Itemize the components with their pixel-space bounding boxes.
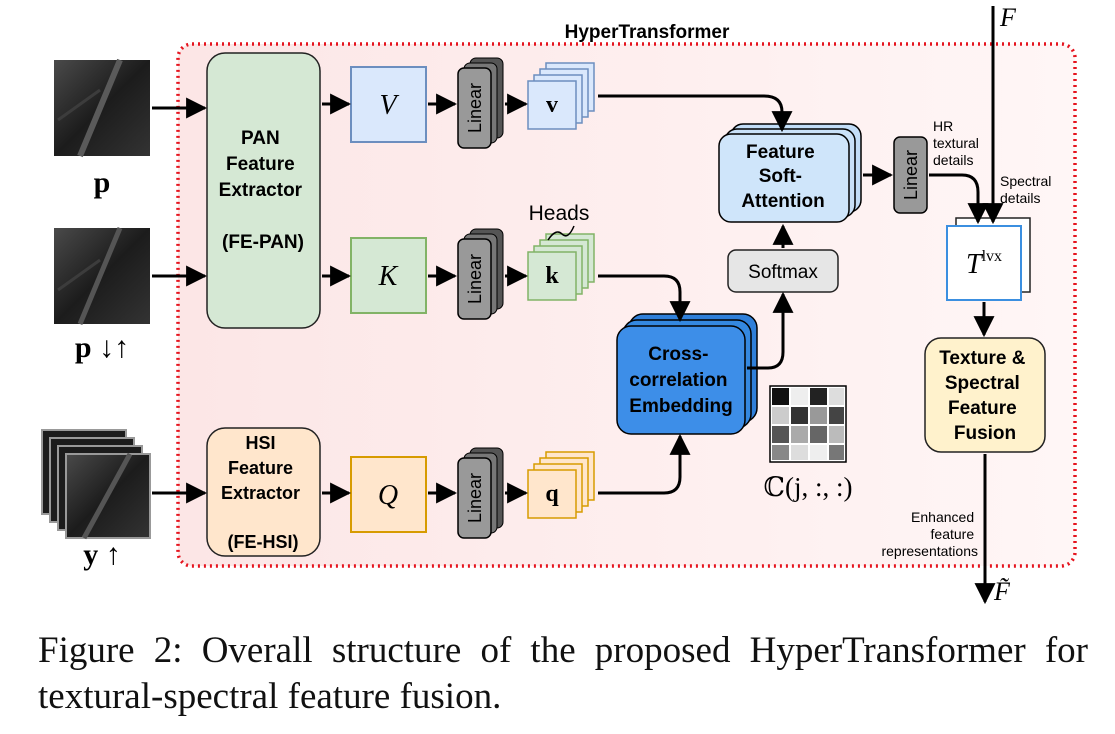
arrow-icon	[747, 291, 794, 370]
t-lvx-block	[946, 225, 1022, 301]
f-output-label: F̃	[993, 577, 1011, 606]
q-block	[350, 456, 427, 533]
k-block	[350, 237, 427, 314]
pan-downup-image-thumbnail	[54, 227, 150, 325]
figure-caption: Figure 2: Overall structure of the propo…	[38, 630, 1088, 717]
correlation-label: ℂ(j, :, :)	[764, 472, 853, 502]
region-title: HyperTransformer	[565, 22, 730, 43]
q-label: Q	[378, 480, 398, 511]
enhanced-annotation: Enhanced feature representations	[881, 509, 978, 559]
linear-k-label: Linear	[465, 254, 485, 304]
hr-textural-annotation: HR textural details	[933, 118, 983, 168]
linear-out-label: Linear	[901, 150, 921, 200]
hypertransformer-diagram: HyperTransformer p p ↓↑ y ↑ PAN Feature …	[41, 3, 1077, 606]
linear-v-block	[457, 57, 504, 149]
fe-pan-block	[206, 52, 321, 329]
feature-soft-attention-block	[718, 123, 862, 223]
arrow-icon	[598, 433, 691, 495]
t-lvx-label: Tlvx	[966, 248, 1002, 280]
cross-correlation-text: Cross- correlation Embedding	[629, 344, 732, 417]
k-heads-stack	[527, 233, 595, 301]
arrow-icon	[598, 274, 691, 323]
pan-downup-label: p ↓↑	[75, 331, 129, 364]
softmax-label: Softmax	[748, 262, 818, 283]
texture-spectral-fusion-block	[924, 337, 1046, 453]
pan-label: p	[94, 166, 111, 199]
spectral-annotation: Spectral details	[1000, 173, 1055, 206]
heads-label: Heads	[529, 202, 590, 225]
linear-k-block	[457, 228, 504, 320]
correlation-matrix-icon	[769, 385, 847, 463]
arrow-icon	[598, 94, 793, 133]
f-input-label: F	[999, 3, 1017, 32]
cross-correlation-embedding-block	[616, 313, 758, 435]
k-small-label: k	[545, 263, 559, 289]
hsi-image-stack	[41, 429, 151, 540]
k-label: K	[378, 261, 399, 292]
v-label: V	[379, 90, 399, 121]
heads-brace	[547, 225, 575, 241]
v-heads-stack	[527, 62, 595, 130]
arrow-icon	[929, 173, 989, 225]
linear-out-block	[893, 136, 928, 214]
q-small-label: q	[545, 481, 559, 507]
fusion-text: Texture & Spectral Feature Fusion	[939, 348, 1031, 444]
linear-v-label: Linear	[465, 83, 485, 133]
linear-q-label: Linear	[465, 473, 485, 523]
hsi-label: y ↑	[83, 538, 121, 571]
pan-image-thumbnail	[54, 58, 150, 158]
fe-hsi-text: HSI Feature Extractor (FE-HSI)	[221, 433, 305, 552]
v-block	[350, 66, 427, 143]
fe-pan-text: PAN Feature Extractor (FE-PAN)	[219, 128, 308, 253]
v-small-label: v	[546, 92, 558, 118]
q-heads-stack	[527, 451, 595, 519]
linear-q-block	[457, 447, 504, 539]
feature-soft-attention-text: Feature Soft- Attention	[741, 142, 824, 212]
